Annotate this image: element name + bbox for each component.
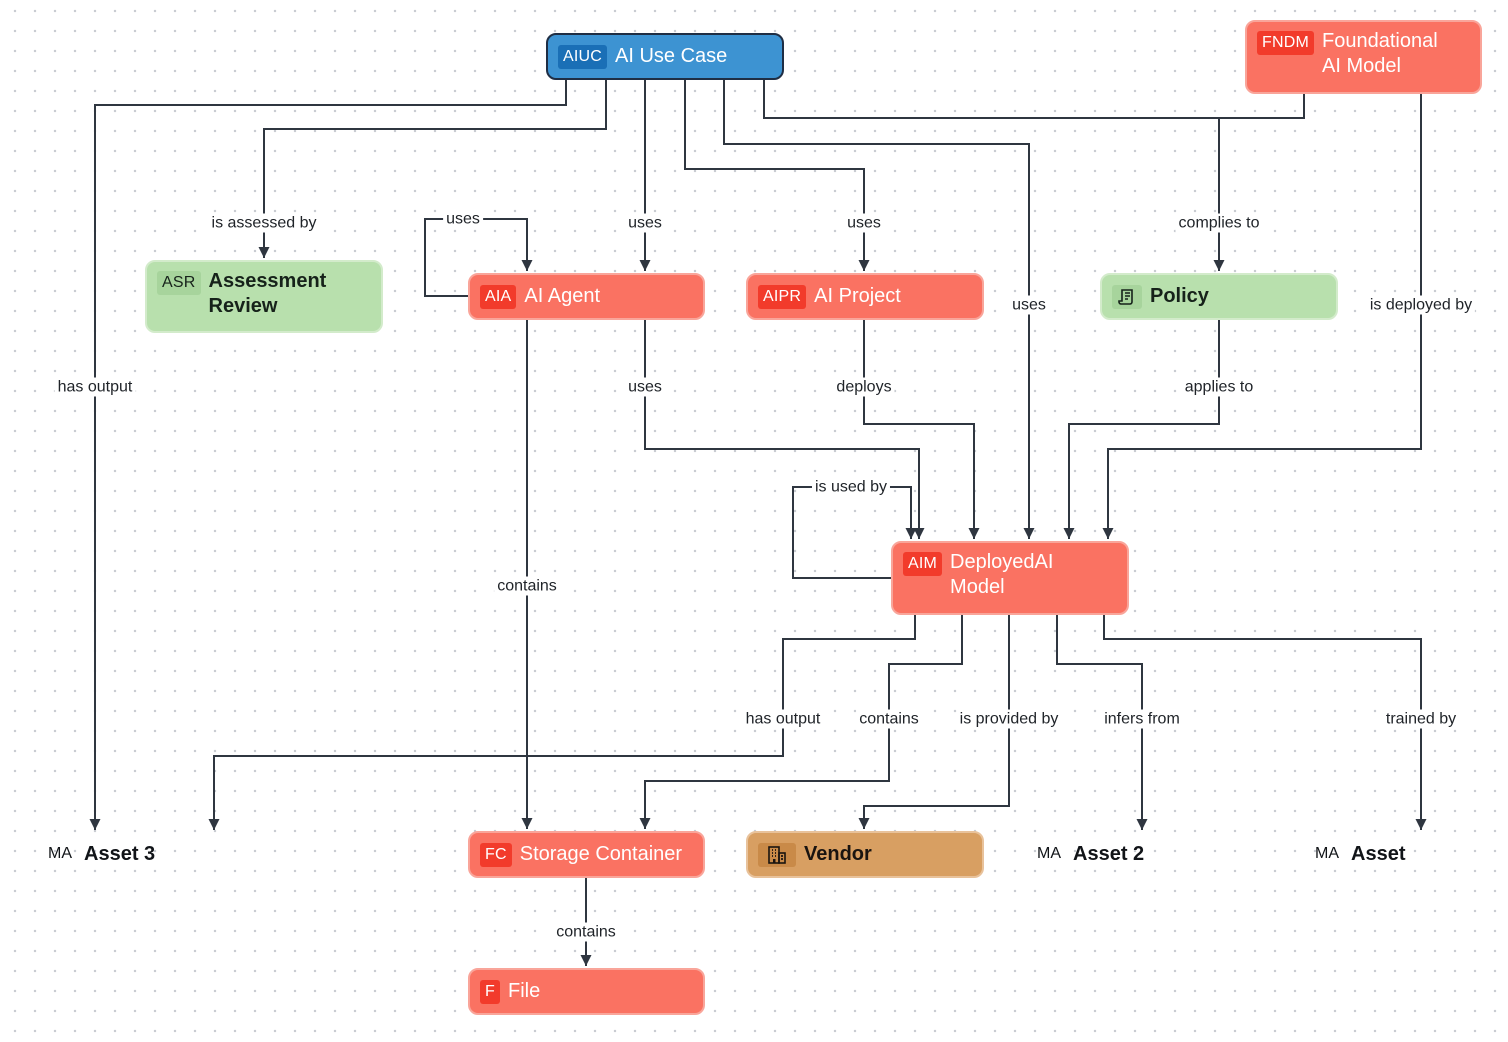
node-label: DeployedAI Model [950, 551, 1054, 598]
edge-arrowhead [1102, 528, 1114, 539]
scroll-icon [1112, 284, 1142, 309]
edge-arrowhead [639, 260, 651, 271]
edge-arrowhead [639, 818, 651, 829]
edge-line [763, 80, 1305, 271]
node-label: Assessment Review [208, 270, 327, 317]
edge-arrowhead [580, 955, 592, 966]
node-badge: AIUC [558, 44, 608, 69]
edge-line [792, 486, 912, 579]
node-label: Foundational AI Model [1322, 30, 1438, 77]
node-badge: F [480, 979, 500, 1004]
node-tag: MA [48, 845, 72, 862]
edge-label: contains [553, 922, 619, 942]
edge-line [94, 80, 567, 830]
edge-label: infers from [1101, 709, 1183, 729]
node-label: Asset [1351, 842, 1406, 865]
edge-arrowhead [858, 818, 870, 829]
node-label: Storage Container [519, 843, 683, 865]
edge-line [213, 615, 916, 830]
node-file[interactable]: F File [468, 968, 705, 1015]
edge-arrowhead [208, 819, 220, 830]
edge-label: is provided by [956, 709, 1062, 729]
edge-line [424, 218, 528, 297]
edge-arrowhead [1023, 528, 1035, 539]
edge-arrowhead [1063, 528, 1075, 539]
node-asset[interactable]: MA Asset [1315, 841, 1405, 867]
edge-arrowhead [905, 528, 917, 539]
edge-label: has output [742, 709, 824, 729]
edge-line [1103, 615, 1422, 830]
node-badge: FNDM [1257, 31, 1315, 55]
node-label: Asset 3 [84, 842, 156, 865]
edge-arrowhead [258, 247, 270, 258]
edge-label: has output [54, 377, 136, 397]
edge-label: is deployed by [1366, 295, 1476, 315]
node-policy[interactable]: Policy [1100, 273, 1338, 320]
edge-line [263, 80, 607, 258]
edge-line [644, 320, 920, 539]
edge-label: is assessed by [208, 213, 320, 233]
edge-label: trained by [1382, 709, 1460, 729]
edge-line [1056, 615, 1143, 830]
edge-line [863, 320, 975, 539]
edge-arrowhead [858, 260, 870, 271]
edge-arrowhead [1136, 819, 1148, 830]
node-label: AI Agent [524, 285, 601, 307]
node-badge: AIPR [758, 284, 807, 309]
node-ai-agent[interactable]: AIA AI Agent [468, 273, 705, 320]
edge-arrowhead [1415, 819, 1427, 830]
node-label: Vendor [804, 843, 872, 865]
edge-line [723, 80, 1030, 539]
node-label: AI Use Case [615, 45, 728, 67]
node-asset-3[interactable]: MA Asset 3 [48, 841, 155, 867]
edge-line [1068, 320, 1220, 539]
edge-arrowhead [89, 819, 101, 830]
node-label: AI Project [814, 285, 901, 307]
node-label: Asset 2 [1073, 842, 1145, 865]
edge-arrowhead [913, 528, 925, 539]
edge-label: contains [856, 709, 922, 729]
edge-label: contains [494, 576, 560, 596]
edge-arrowhead [521, 260, 533, 271]
node-badge: FC [480, 842, 512, 867]
node-vendor[interactable]: Vendor [746, 831, 984, 878]
edge-arrowhead [521, 818, 533, 829]
node-tag: MA [1037, 845, 1061, 862]
edge-line [1107, 94, 1422, 539]
node-badge: AIM [903, 552, 943, 576]
edge-label: is used by [811, 477, 891, 497]
node-foundational-ai-model[interactable]: FNDM Foundational AI Model [1245, 20, 1482, 94]
node-assessment-review[interactable]: ASR Assessment Review [145, 260, 383, 333]
node-ai-project[interactable]: AIPR AI Project [746, 273, 984, 320]
edge-label: uses [844, 213, 884, 233]
edge-label: uses [625, 213, 665, 233]
edge-label: complies to [1175, 213, 1263, 233]
edge-label: uses [1009, 295, 1049, 315]
node-label: File [507, 980, 541, 1002]
node-ai-use-case[interactable]: AIUC AI Use Case [546, 33, 784, 80]
node-tag: MA [1315, 845, 1339, 862]
edge-label: uses [625, 377, 665, 397]
node-storage-container[interactable]: FC Storage Container [468, 831, 705, 878]
edge-label: applies to [1181, 377, 1257, 397]
node-badge: AIA [480, 284, 517, 309]
edge-label: deploys [833, 377, 895, 397]
node-badge: ASR [157, 271, 201, 295]
edge-label: uses [443, 209, 483, 229]
edge-arrowhead [968, 528, 980, 539]
node-deployed-ai-model[interactable]: AIM DeployedAI Model [891, 541, 1129, 615]
edge-arrowhead [1213, 260, 1225, 271]
node-asset-2[interactable]: MA Asset 2 [1037, 841, 1144, 867]
edge-line [684, 80, 865, 271]
node-label: Policy [1150, 285, 1209, 307]
building-icon [758, 842, 796, 867]
